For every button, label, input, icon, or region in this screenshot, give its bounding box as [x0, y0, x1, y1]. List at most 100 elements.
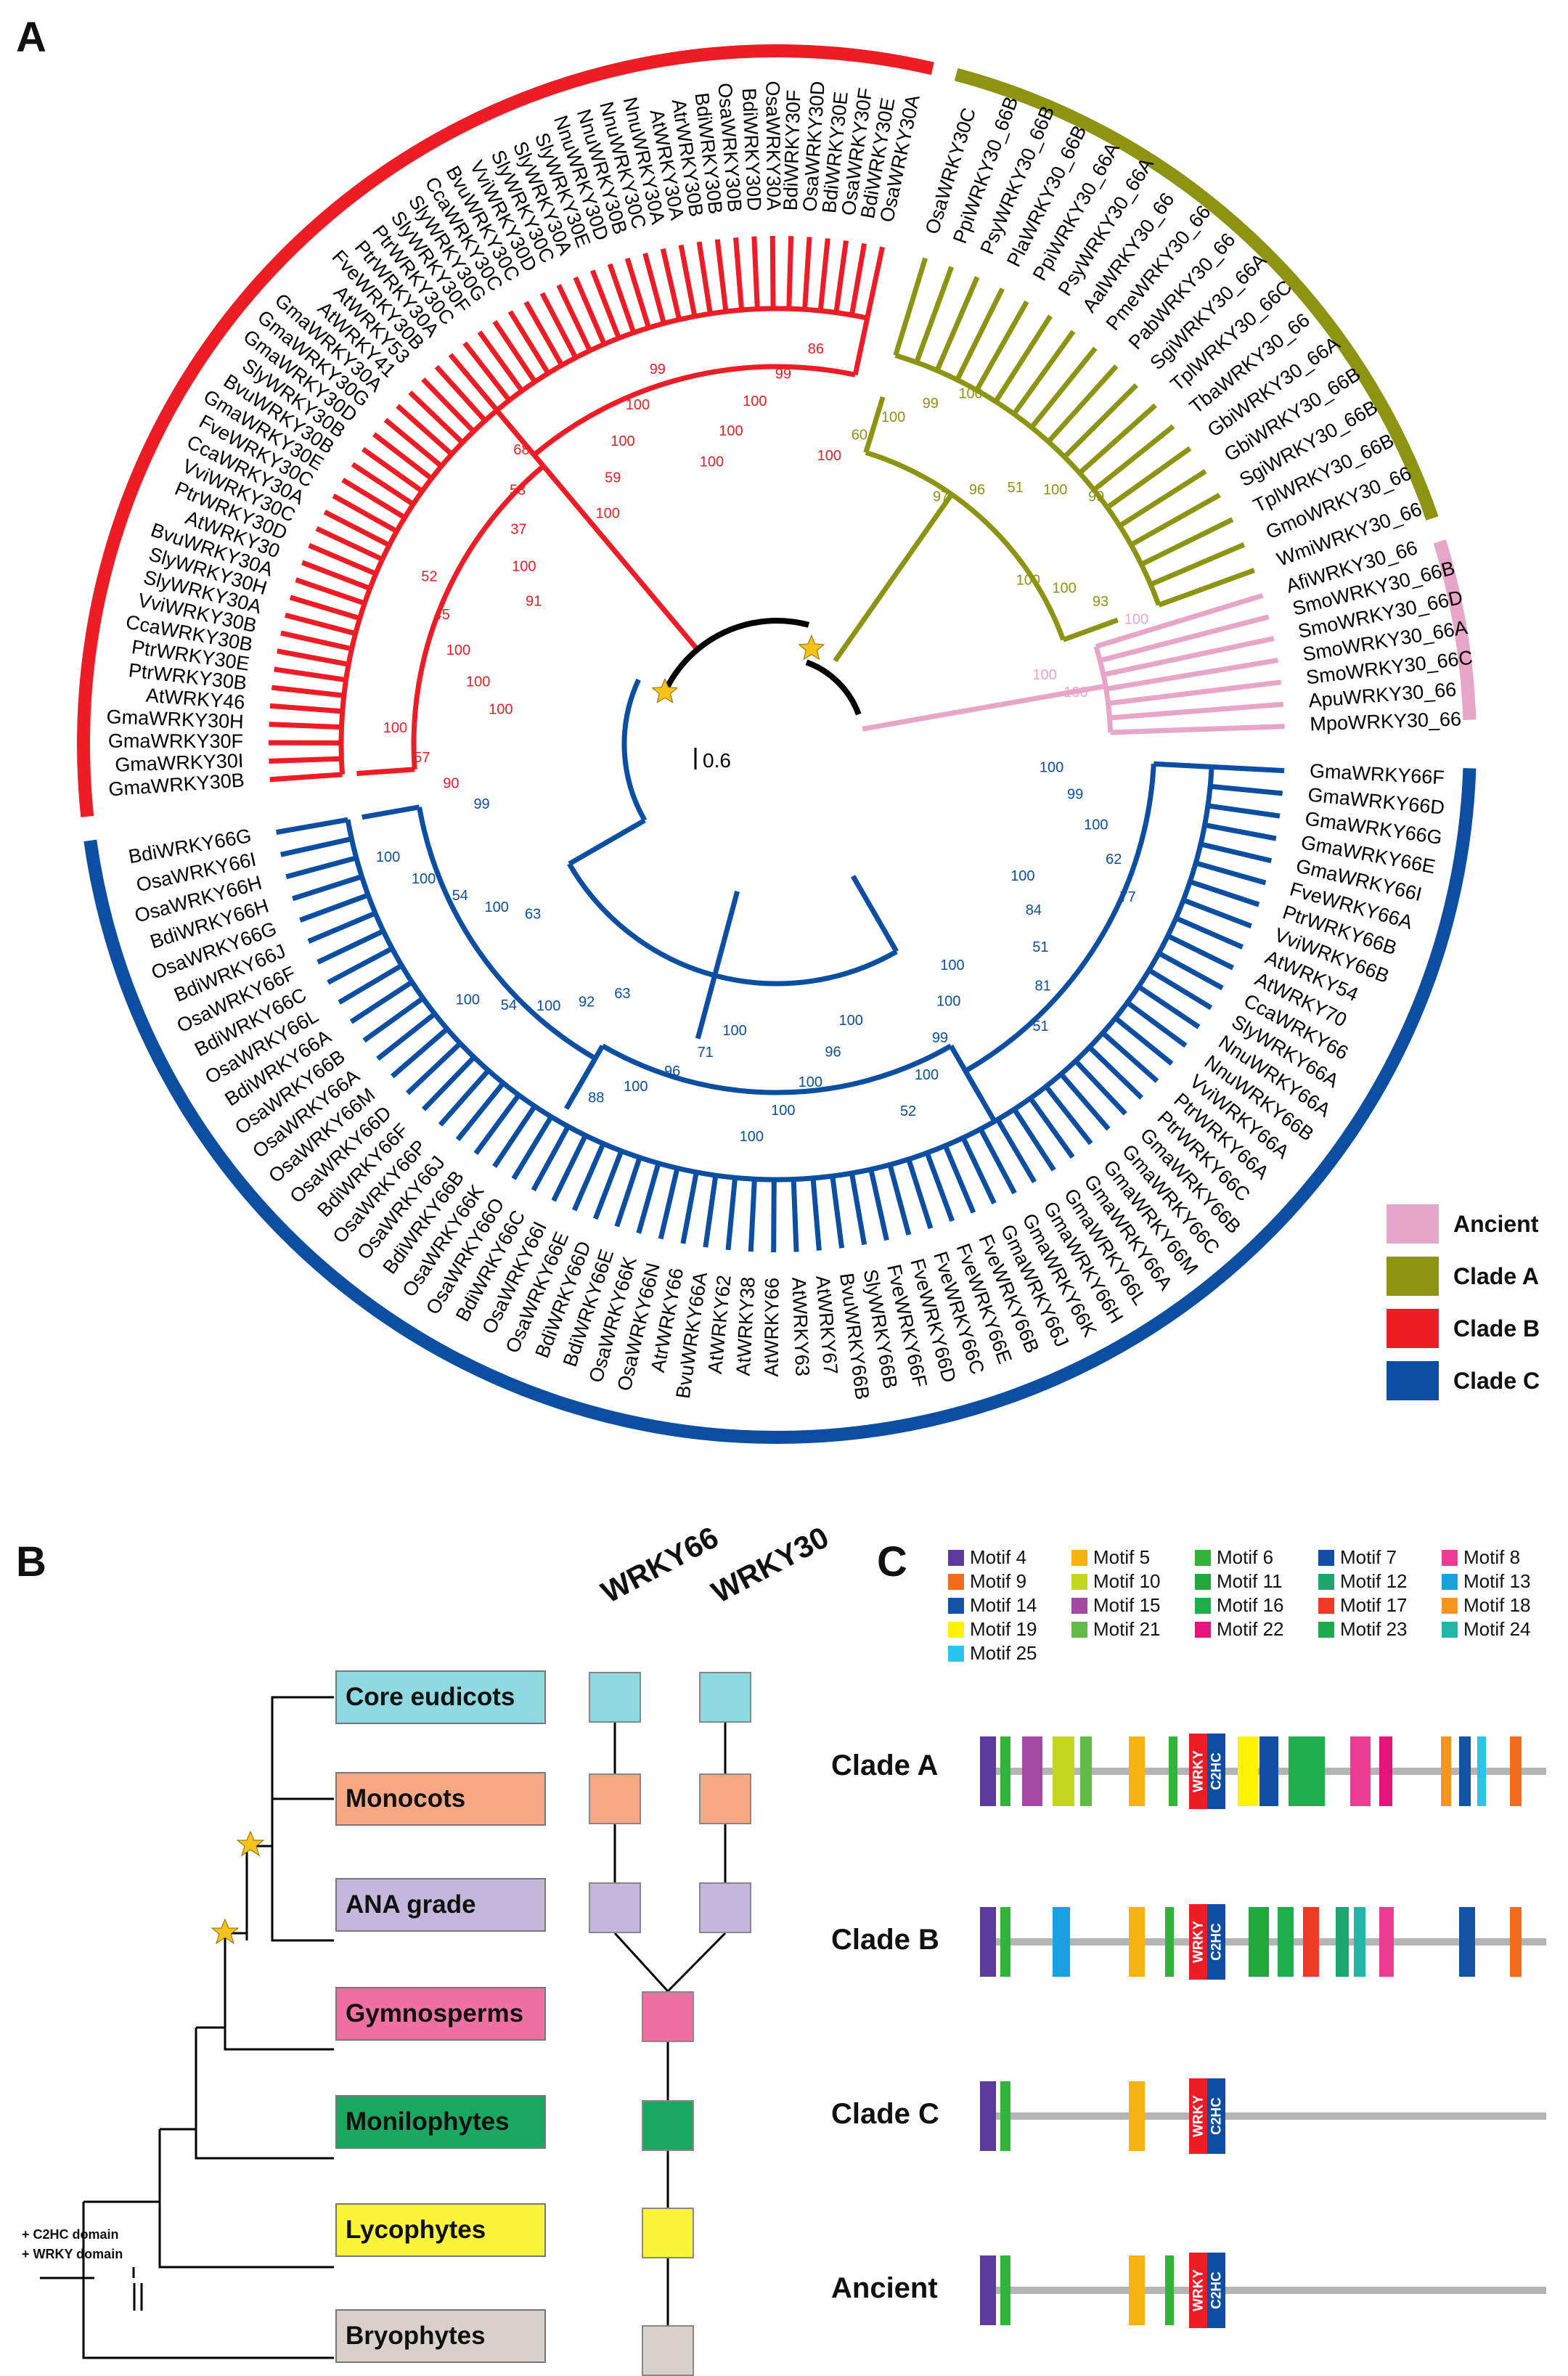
tree-branch	[830, 1175, 845, 1249]
motif-swatch	[1195, 1621, 1211, 1638]
support-value: 62	[1106, 852, 1122, 867]
motif-block	[1259, 1736, 1278, 1806]
tree-branch	[556, 284, 592, 352]
support-value: 100	[915, 1067, 939, 1083]
tree-branch	[1130, 492, 1221, 547]
motif-block	[1053, 1736, 1074, 1806]
support-value: 100	[799, 1074, 822, 1090]
tree-branch	[942, 1144, 976, 1214]
support-value: 90	[443, 775, 459, 791]
motif-swatch	[948, 1573, 964, 1590]
tree-branch	[1140, 517, 1234, 567]
clade-a-arc	[954, 68, 1439, 521]
wrky-domain-label: WRKY	[1191, 1750, 1206, 1792]
motif-block	[1000, 2081, 1010, 2151]
motif-label: Motif 5	[1093, 1546, 1151, 1568]
motif-block	[1080, 1736, 1092, 1806]
motif-label: Motif 6	[1217, 1546, 1274, 1568]
tree-branch	[308, 543, 377, 576]
support-value: 100	[1063, 685, 1087, 701]
legend-label: Clade C	[1453, 1367, 1540, 1394]
support-value: 45	[434, 607, 450, 623]
tree-branch	[771, 1179, 777, 1253]
tree-branch	[748, 1179, 757, 1252]
tree-branch	[1062, 383, 1138, 459]
motif-label: Motif 15	[1093, 1594, 1161, 1616]
tree-branch	[621, 558, 700, 652]
footnote-c2hc: + C2HC domain	[22, 2227, 119, 2242]
tree-branch	[1114, 1016, 1174, 1066]
gene-box-wrky30-ana-grade	[699, 1882, 751, 1933]
taxon-monilophytes: Monilophytes	[335, 2095, 546, 2149]
tree-branch	[852, 317, 870, 376]
protein-backbone	[980, 2287, 1546, 2294]
motif-block	[1165, 1907, 1174, 1977]
motif-legend-item: Motif 22	[1195, 1618, 1284, 1641]
motif-legend-item: Motif 7	[1318, 1546, 1397, 1569]
motif-block	[1510, 1736, 1522, 1806]
tree-branch	[376, 1011, 437, 1061]
motif-block	[980, 1736, 996, 1806]
tree-branch	[1106, 658, 1278, 692]
scale-label: 0.6	[703, 749, 731, 772]
tree-branch	[362, 996, 425, 1043]
support-value: 100	[743, 393, 767, 409]
tree-branch	[786, 236, 794, 309]
motif-block	[1350, 1736, 1371, 1806]
clade-legend: Ancient Clade A Clade B Clade C	[1387, 1198, 1561, 1407]
leaf-label: GmaWRKY30H	[106, 706, 244, 732]
motif-swatch	[1195, 1549, 1211, 1566]
support-value: 88	[588, 1090, 604, 1106]
motif-block	[1278, 1907, 1294, 1977]
tree-branch	[269, 756, 342, 764]
clade-c-label: Clade C	[831, 2098, 939, 2130]
leaf-label: GmaWRKY30I	[115, 750, 244, 776]
tree-branch	[408, 390, 465, 445]
c2hc-domain	[1207, 1734, 1225, 1809]
tree-branch	[307, 910, 377, 944]
legend-label: Ancient	[1453, 1210, 1539, 1237]
motif-swatch	[1442, 1573, 1458, 1590]
tree-branch	[1125, 1000, 1188, 1048]
tree-branch	[1211, 764, 1285, 774]
tree-branch	[511, 1115, 554, 1180]
motif-block	[1169, 1736, 1177, 1806]
support-value: 99	[932, 1030, 948, 1046]
motif-block	[1354, 1907, 1365, 1977]
motif-label: Motif 17	[1340, 1594, 1408, 1616]
tree-branch	[993, 314, 1053, 404]
motif-swatch	[1195, 1573, 1211, 1590]
tree-branch	[568, 817, 646, 867]
motif-label: Motif 18	[1463, 1594, 1531, 1616]
motif-label: Motif 16	[1217, 1594, 1284, 1616]
support-value: 100	[1052, 581, 1076, 597]
motif-swatch	[1442, 1621, 1458, 1638]
tree-branch	[1029, 346, 1098, 429]
panel-label-c: C	[877, 1538, 907, 1585]
star-icon	[211, 1918, 240, 1945]
tree-branch	[1092, 424, 1175, 492]
motif-block	[1249, 1907, 1269, 1977]
motif-legend-item: Motif 17	[1318, 1594, 1408, 1617]
support-value: 100	[958, 385, 982, 401]
tree-branch	[974, 300, 1029, 392]
motif-block	[980, 1907, 996, 1977]
leaf-label: AtWRKY67	[812, 1275, 841, 1376]
motif-block	[1053, 1907, 1070, 1977]
tree-branch	[1077, 403, 1157, 475]
support-value: 100	[936, 994, 960, 1010]
tree-branch	[323, 510, 391, 548]
clade-c-inner-stem	[567, 862, 898, 987]
taxon-core-eudicots: Core eudicots	[335, 1670, 546, 1724]
tree-branch	[1012, 1108, 1056, 1172]
motif-label: Motif 12	[1340, 1570, 1408, 1592]
support-value: 100	[485, 899, 509, 915]
support-value: 52	[900, 1103, 916, 1119]
tree-branch	[849, 242, 867, 316]
tree-branch	[292, 874, 363, 902]
tree-branch	[695, 890, 740, 1040]
motif-swatch	[1071, 1597, 1087, 1614]
c2hc-domain	[1207, 2078, 1225, 2154]
support-value: 100	[611, 433, 634, 449]
star-icon	[651, 677, 679, 703]
